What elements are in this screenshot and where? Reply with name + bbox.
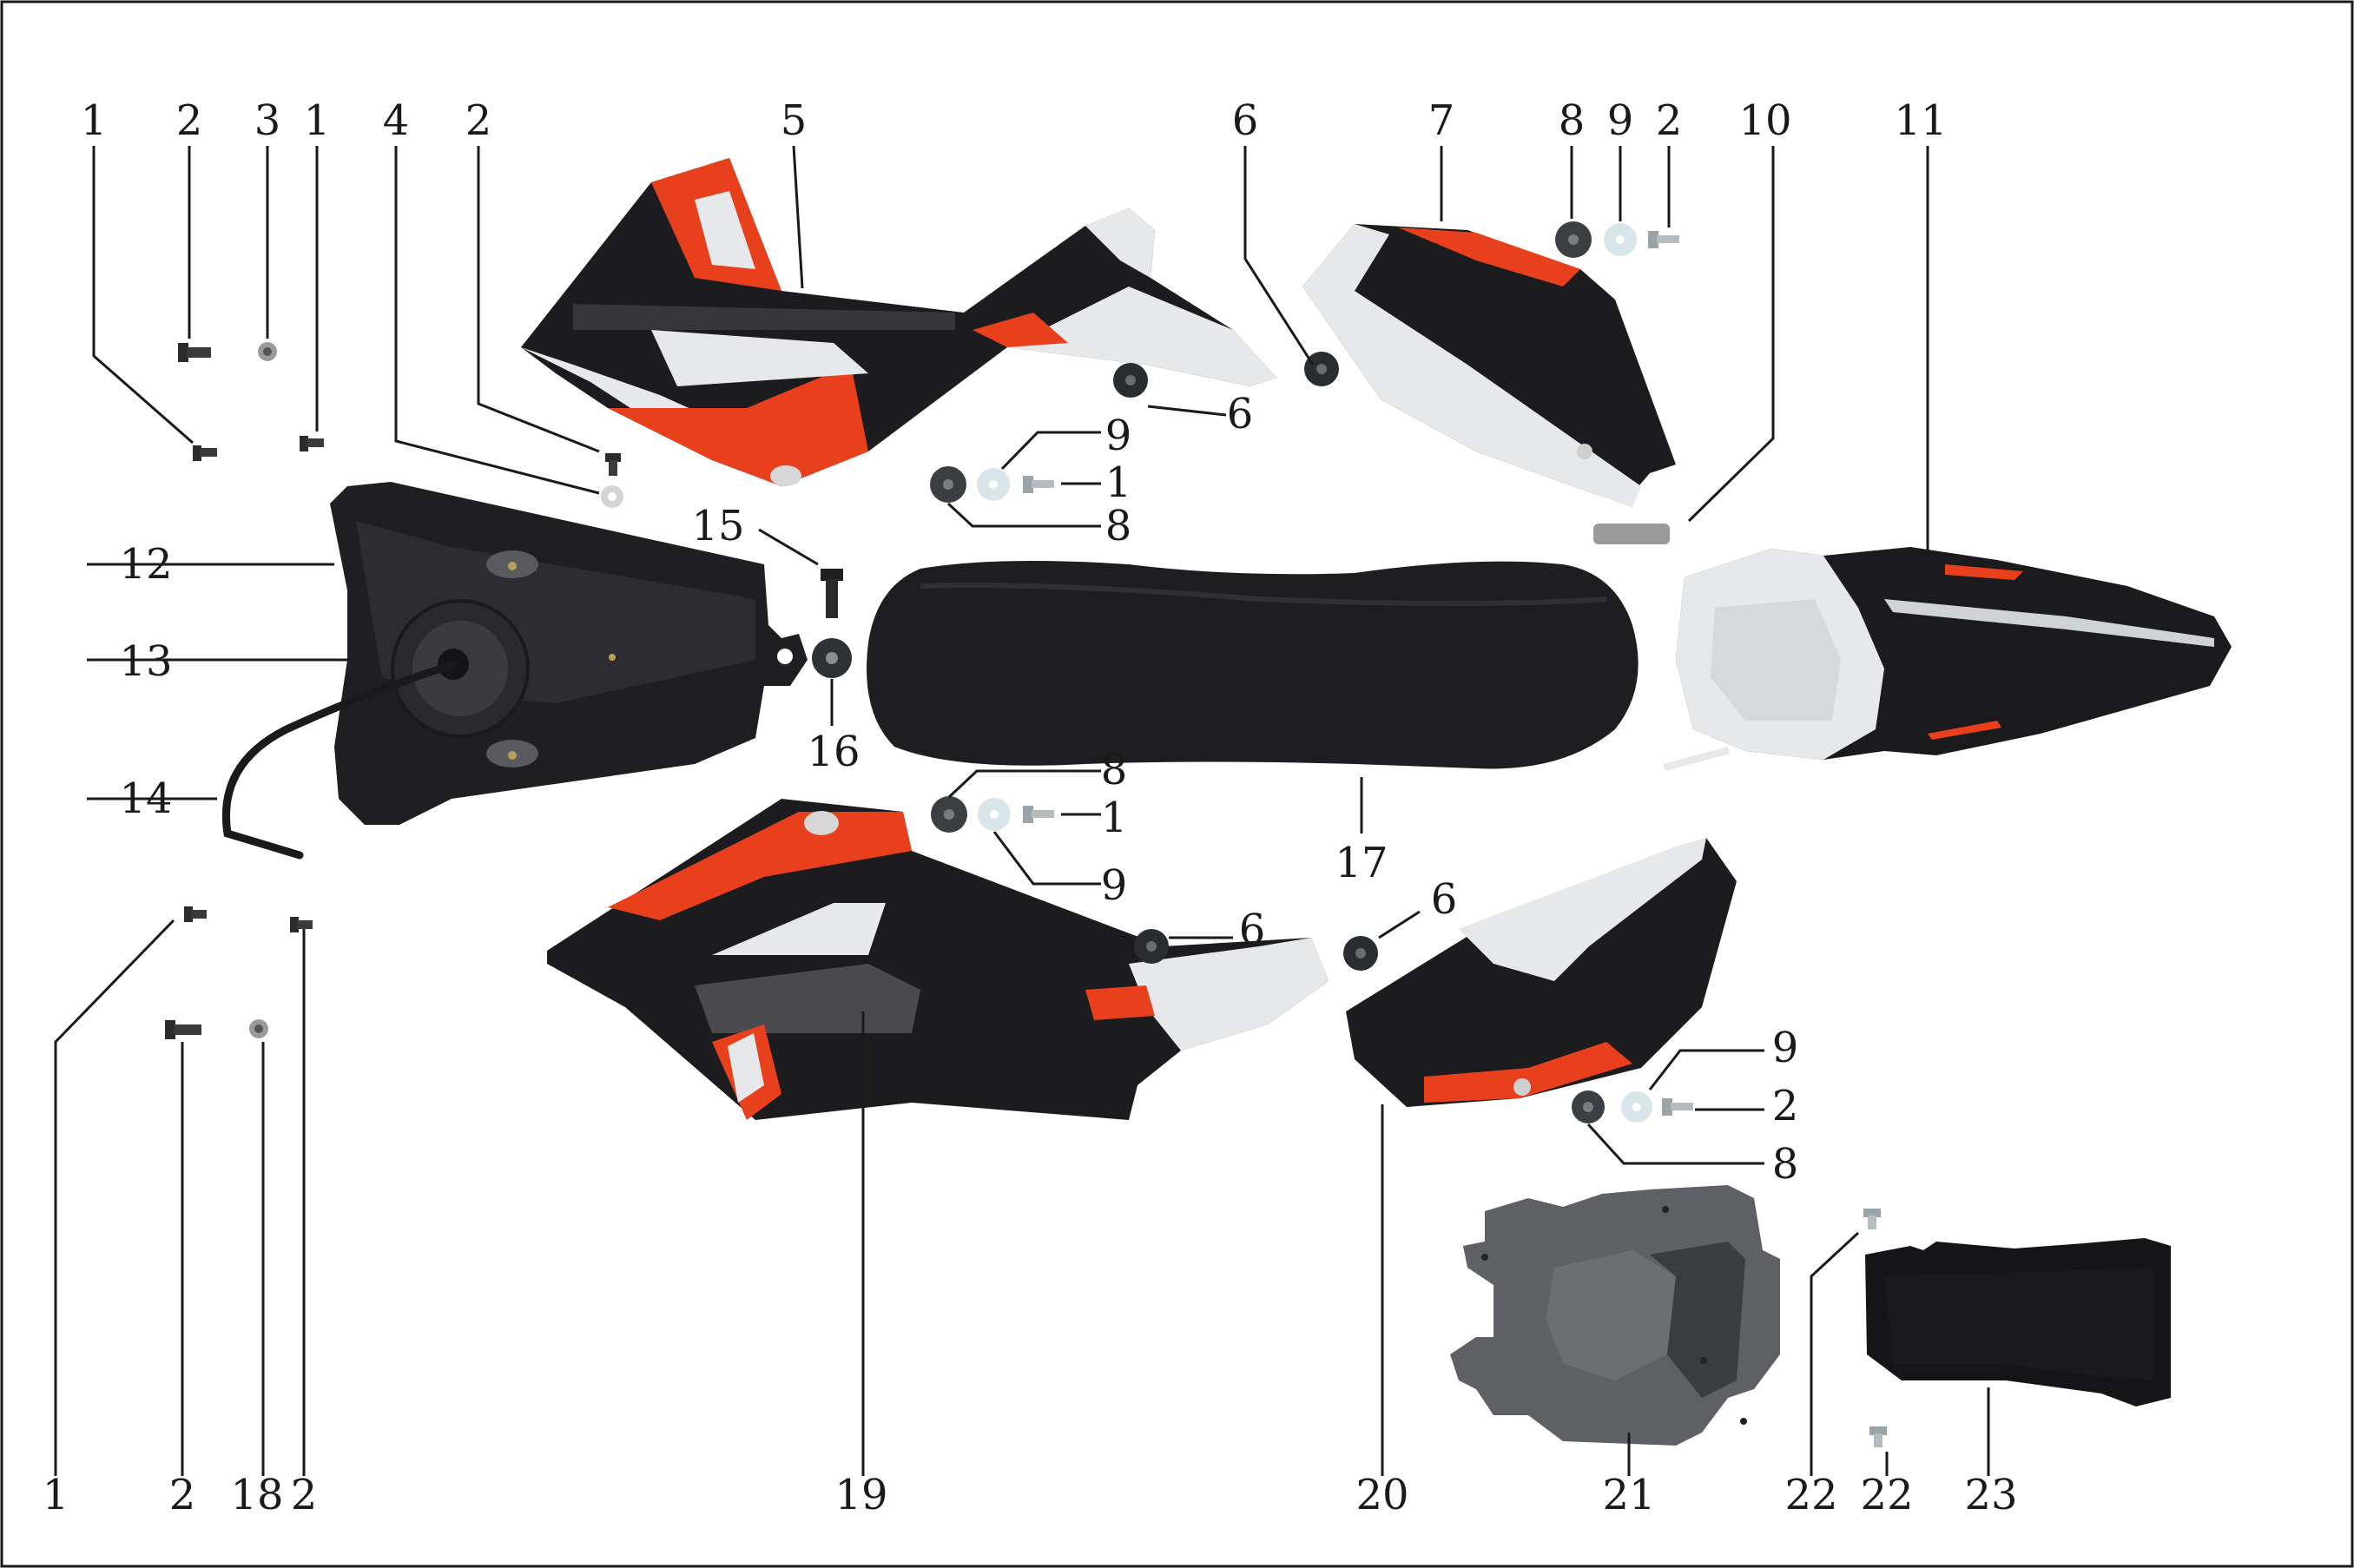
callout-9: 9 <box>1101 861 1128 910</box>
part-1-bolt <box>184 906 207 922</box>
part-14-breather-hose <box>221 661 458 860</box>
part-1-screw <box>1023 476 1054 493</box>
callout-8: 8 <box>1101 746 1128 794</box>
callout-18: 18 <box>230 1471 283 1519</box>
callout-7: 7 <box>1428 96 1455 145</box>
part-2-screw <box>1662 1098 1693 1116</box>
part-8-gasket <box>1555 221 1592 258</box>
callout-1: 1 <box>43 1471 69 1519</box>
callout-15: 15 <box>691 502 744 550</box>
callout-1: 1 <box>81 96 108 145</box>
callout-22: 22 <box>1784 1471 1837 1519</box>
callout-1: 1 <box>1101 794 1128 842</box>
callout-11: 11 <box>1894 96 1947 145</box>
part-5-left-shroud <box>521 158 1276 486</box>
callout-2: 2 <box>1772 1082 1799 1130</box>
leader-lines <box>54 145 1990 1476</box>
callout-20: 20 <box>1355 1471 1408 1519</box>
part-15-bolt <box>821 569 843 618</box>
callout-9: 9 <box>1105 412 1132 460</box>
callout-1: 1 <box>304 96 331 145</box>
part-2-bolt <box>605 453 621 476</box>
part-4-washer <box>601 485 623 508</box>
part-6-grommet <box>1304 352 1339 386</box>
callout-1: 1 <box>1105 458 1132 507</box>
callout-17: 17 <box>1335 839 1388 887</box>
part-19-right-shroud <box>547 799 1329 1120</box>
callout-16: 16 <box>807 728 860 776</box>
callout-2: 2 <box>176 96 203 145</box>
callout-19: 19 <box>834 1471 887 1519</box>
part-10-spacer <box>1593 524 1670 544</box>
part-9-washer <box>1621 1091 1652 1123</box>
callout-5: 5 <box>781 96 808 145</box>
callout-6: 6 <box>1431 875 1458 924</box>
part-8-gasket <box>931 796 967 833</box>
callout-2: 2 <box>291 1471 318 1519</box>
callout-6: 6 <box>1227 390 1254 438</box>
part-16-gasket <box>812 638 852 678</box>
part-9-washer <box>1604 223 1637 256</box>
part-8-gasket <box>930 466 966 503</box>
callout-8: 8 <box>1105 502 1132 550</box>
part-1-bolt <box>300 436 324 451</box>
callout-10: 10 <box>1738 96 1791 145</box>
part-9-washer <box>977 468 1010 501</box>
callout-labels: 1 2 3 1 4 2 5 6 7 8 9 2 10 11 6 9 1 8 15… <box>43 96 2018 1519</box>
part-13-fuel-cap <box>391 599 530 738</box>
part-21-battery-box <box>1450 1185 1780 1446</box>
part-9-washer <box>978 798 1011 831</box>
callout-13: 13 <box>119 637 172 686</box>
part-1-screw <box>1023 806 1054 823</box>
part-22-screw <box>1869 1426 1887 1447</box>
part-23-foam-pad <box>1865 1238 2171 1407</box>
part-11-rear-fender <box>1663 547 2232 771</box>
part-6-grommet <box>1113 363 1148 398</box>
callout-2: 2 <box>169 1471 196 1519</box>
callout-8: 8 <box>1559 96 1586 145</box>
fastener-group <box>165 221 1887 1447</box>
callout-8: 8 <box>1772 1140 1799 1189</box>
callout-23: 23 <box>1964 1471 2017 1519</box>
callout-2: 2 <box>1656 96 1683 145</box>
part-8-gasket <box>1572 1090 1605 1123</box>
callout-14: 14 <box>119 774 172 823</box>
callout-6: 6 <box>1239 906 1266 954</box>
part-2-bolt <box>165 1020 201 1039</box>
part-17-seat <box>867 561 1639 769</box>
callout-2: 2 <box>465 96 492 145</box>
part-22-screw <box>1863 1209 1881 1229</box>
callout-9: 9 <box>1607 96 1634 145</box>
part-2-bolt <box>290 917 313 932</box>
part-7-upper-side-cover <box>1302 224 1676 508</box>
callout-12: 12 <box>119 540 172 589</box>
part-2-bolt <box>178 343 211 362</box>
part-18-nut <box>249 1019 268 1038</box>
part-2-screw <box>1648 231 1679 248</box>
callout-21: 21 <box>1602 1471 1655 1519</box>
part-20-lower-side-cover <box>1346 838 1737 1107</box>
callout-22: 22 <box>1860 1471 1913 1519</box>
callout-3: 3 <box>254 96 281 145</box>
callout-4: 4 <box>383 96 410 145</box>
callout-6: 6 <box>1232 96 1259 145</box>
part-1-bolt <box>193 445 217 461</box>
callout-9: 9 <box>1772 1024 1799 1072</box>
part-6-grommet <box>1343 936 1378 971</box>
part-3-nut <box>258 342 277 361</box>
part-6-grommet <box>1134 929 1169 964</box>
